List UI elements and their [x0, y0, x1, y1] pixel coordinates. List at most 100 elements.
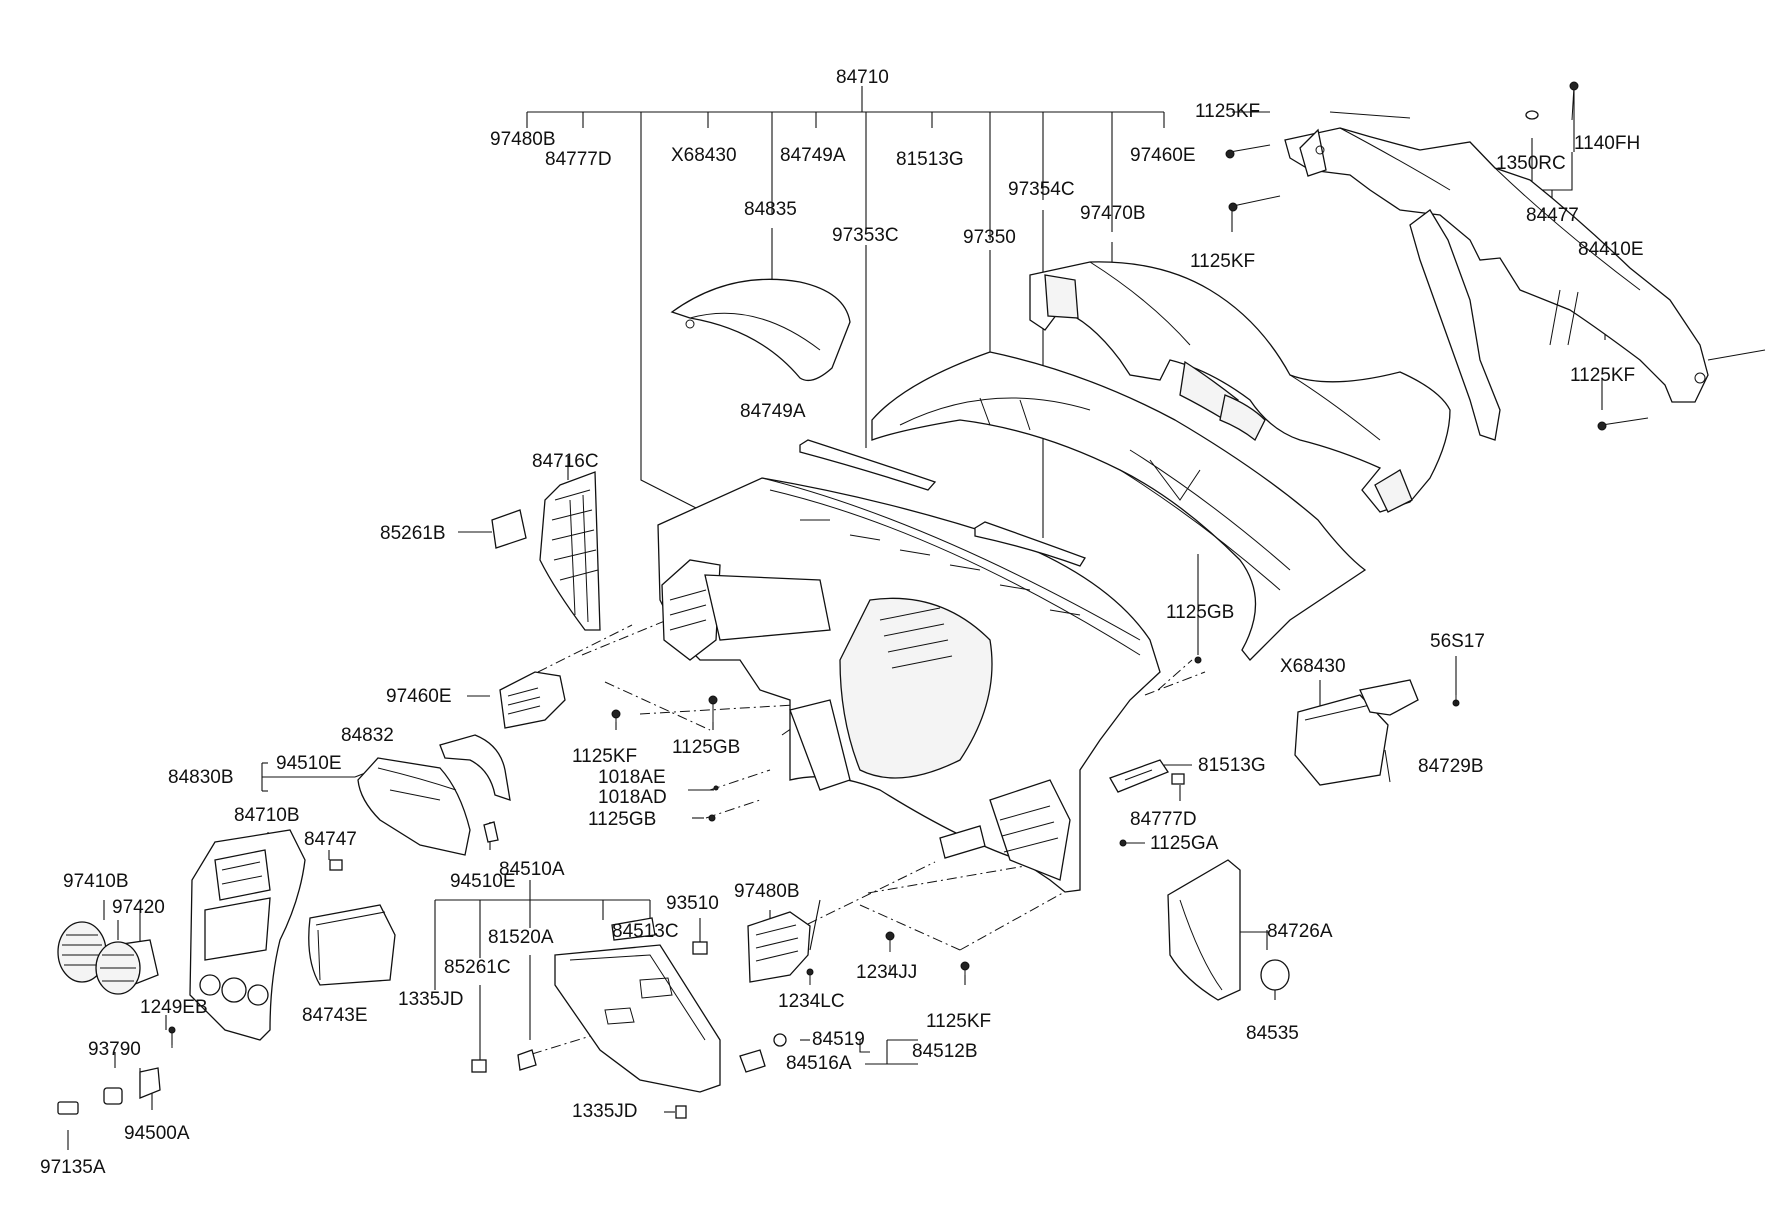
- leader-84510A-bracket: [67, 880, 1276, 1150]
- label-1125KF-c: 1125KF: [1570, 365, 1636, 386]
- part-84716C-side-panel: [539, 471, 601, 631]
- part-81513G-bracket: [1109, 759, 1169, 793]
- part-84726A-panel: [1167, 859, 1241, 1001]
- part-84747-clip: [329, 859, 343, 871]
- label-84835: 84835: [744, 199, 797, 220]
- bolt-1125KF-right: [1597, 417, 1649, 431]
- label-84729B: 84729B: [1418, 756, 1484, 777]
- part-94510E-cluster: [357, 757, 499, 856]
- part-1125KF-bolt-lower: [960, 961, 970, 985]
- label-1125GB-low: 1125GB: [588, 809, 657, 830]
- label-56S17: 56S17: [1430, 631, 1485, 652]
- part-56S17-screw: [1452, 695, 1460, 707]
- part-84743E-bin: [308, 904, 396, 986]
- part-1125GB-screw-low: [708, 814, 716, 822]
- label-84516A: 84516A: [786, 1053, 852, 1074]
- part-94500A-switch: [139, 1067, 161, 1099]
- label-97420: 97420: [112, 897, 165, 918]
- label-97460E-mid: 97460E: [386, 686, 452, 707]
- label-84410E: 84410E: [1578, 239, 1644, 260]
- label-84710B: 84710B: [234, 805, 300, 826]
- label-1125GA: 1125GA: [1150, 833, 1219, 854]
- label-84832: 84832: [341, 725, 394, 746]
- part-1335JD-clip: [675, 1105, 687, 1119]
- label-1125KF-d: 1125KF: [572, 746, 638, 767]
- label-1249EB: 1249EB: [140, 997, 208, 1018]
- label-85261C: 85261C: [444, 957, 511, 978]
- label-84726A: 84726A: [1267, 921, 1333, 942]
- part-84749A-strip: [799, 439, 1086, 567]
- label-97354C: 97354C: [1008, 179, 1075, 200]
- part-97350-duct: [871, 351, 1367, 661]
- label-97353C: 97353C: [832, 225, 899, 246]
- label-84830B: 84830B: [168, 767, 234, 788]
- part-1125GB-screw-right: [1194, 656, 1202, 664]
- label-94500A: 94500A: [124, 1123, 190, 1144]
- label-84749A-mid: 84749A: [740, 401, 806, 422]
- part-97460E-vent: [499, 671, 566, 729]
- bolt-1140FH: [1569, 81, 1579, 121]
- part-84832-trim: [439, 734, 511, 801]
- label-1234LC: 1234LC: [778, 991, 845, 1012]
- label-84519: 84519: [812, 1029, 865, 1050]
- part-97135A-cap: [57, 1101, 79, 1115]
- part-84729B-bar: [1384, 749, 1391, 783]
- part-84516A-stopper: [739, 1049, 766, 1073]
- washer-1350RC: [1525, 110, 1539, 120]
- part-84410E-frame: [1284, 111, 1766, 441]
- label-84710: 84710: [836, 67, 889, 88]
- part-84510A-glove-box: [554, 917, 721, 1093]
- part-1234LC-screw: [806, 968, 814, 985]
- part-97470B-air-duct: [1029, 261, 1451, 513]
- label-84749A-top: 84749A: [780, 145, 846, 166]
- label-94510E-a: 94510E: [276, 753, 342, 774]
- label-84747: 84747: [304, 829, 357, 850]
- label-1018AE: 1018AE: [598, 767, 666, 788]
- label-97135A: 97135A: [40, 1157, 106, 1178]
- label-84777D-right: 84777D: [1130, 809, 1197, 830]
- label-1125GB-mid: 1125GB: [672, 737, 741, 758]
- label-84716C: 84716C: [532, 451, 599, 472]
- part-1234JJ-screw: [885, 931, 895, 952]
- part-X68430-bin: [1294, 679, 1419, 786]
- part-1125GA-screw: [1119, 839, 1127, 847]
- label-X68430-right: X68430: [1280, 656, 1346, 677]
- part-1125GB-screw-mid: [708, 695, 718, 722]
- label-1335JD-a: 1335JD: [398, 989, 464, 1010]
- part-1249EB-screw: [168, 1026, 176, 1048]
- part-93790-switch: [103, 1087, 123, 1105]
- label-1125KF-b: 1125KF: [1190, 251, 1256, 272]
- label-97480B-top: 97480B: [490, 129, 556, 150]
- bolt-1125KF-side: [1228, 195, 1281, 212]
- label-84510A: 84510A: [499, 859, 565, 880]
- label-84513C: 84513C: [612, 921, 679, 942]
- part-97480B-vent: [747, 911, 811, 983]
- label-93790: 93790: [88, 1039, 141, 1060]
- label-1018AD: 1018AD: [598, 787, 667, 808]
- part-1018AE-screw: [713, 785, 719, 791]
- bolt-1125KF-top: [1225, 144, 1271, 159]
- part-85261C-pad: [471, 1059, 487, 1073]
- label-1335JD-b: 1335JD: [572, 1101, 638, 1122]
- part-81520A-latch: [517, 1049, 537, 1071]
- label-84477: 84477: [1526, 205, 1579, 226]
- label-84512B: 84512B: [912, 1041, 978, 1062]
- part-84535-cap: [1260, 959, 1290, 991]
- part-84777D-clip: [1171, 773, 1185, 785]
- label-81520A: 81520A: [488, 927, 554, 948]
- label-97460E-top: 97460E: [1130, 145, 1196, 166]
- label-1350RC: 1350RC: [1496, 153, 1566, 174]
- label-94510E-b: 94510E: [450, 871, 516, 892]
- label-85261B: 85261B: [380, 523, 446, 544]
- label-84743E: 84743E: [302, 1005, 368, 1026]
- label-97480B-low: 97480B: [734, 881, 800, 902]
- part-1125KF-screw-mid: [611, 709, 621, 730]
- label-81513G-right: 81513G: [1198, 755, 1266, 776]
- part-97410B-vent: [57, 921, 107, 983]
- part-93510-switch: [692, 941, 708, 955]
- label-1125GB-right: 1125GB: [1166, 602, 1235, 623]
- label-1125KF-a: 1125KF: [1195, 101, 1261, 122]
- part-84519-clip: [773, 1033, 787, 1047]
- label-97410B: 97410B: [63, 871, 129, 892]
